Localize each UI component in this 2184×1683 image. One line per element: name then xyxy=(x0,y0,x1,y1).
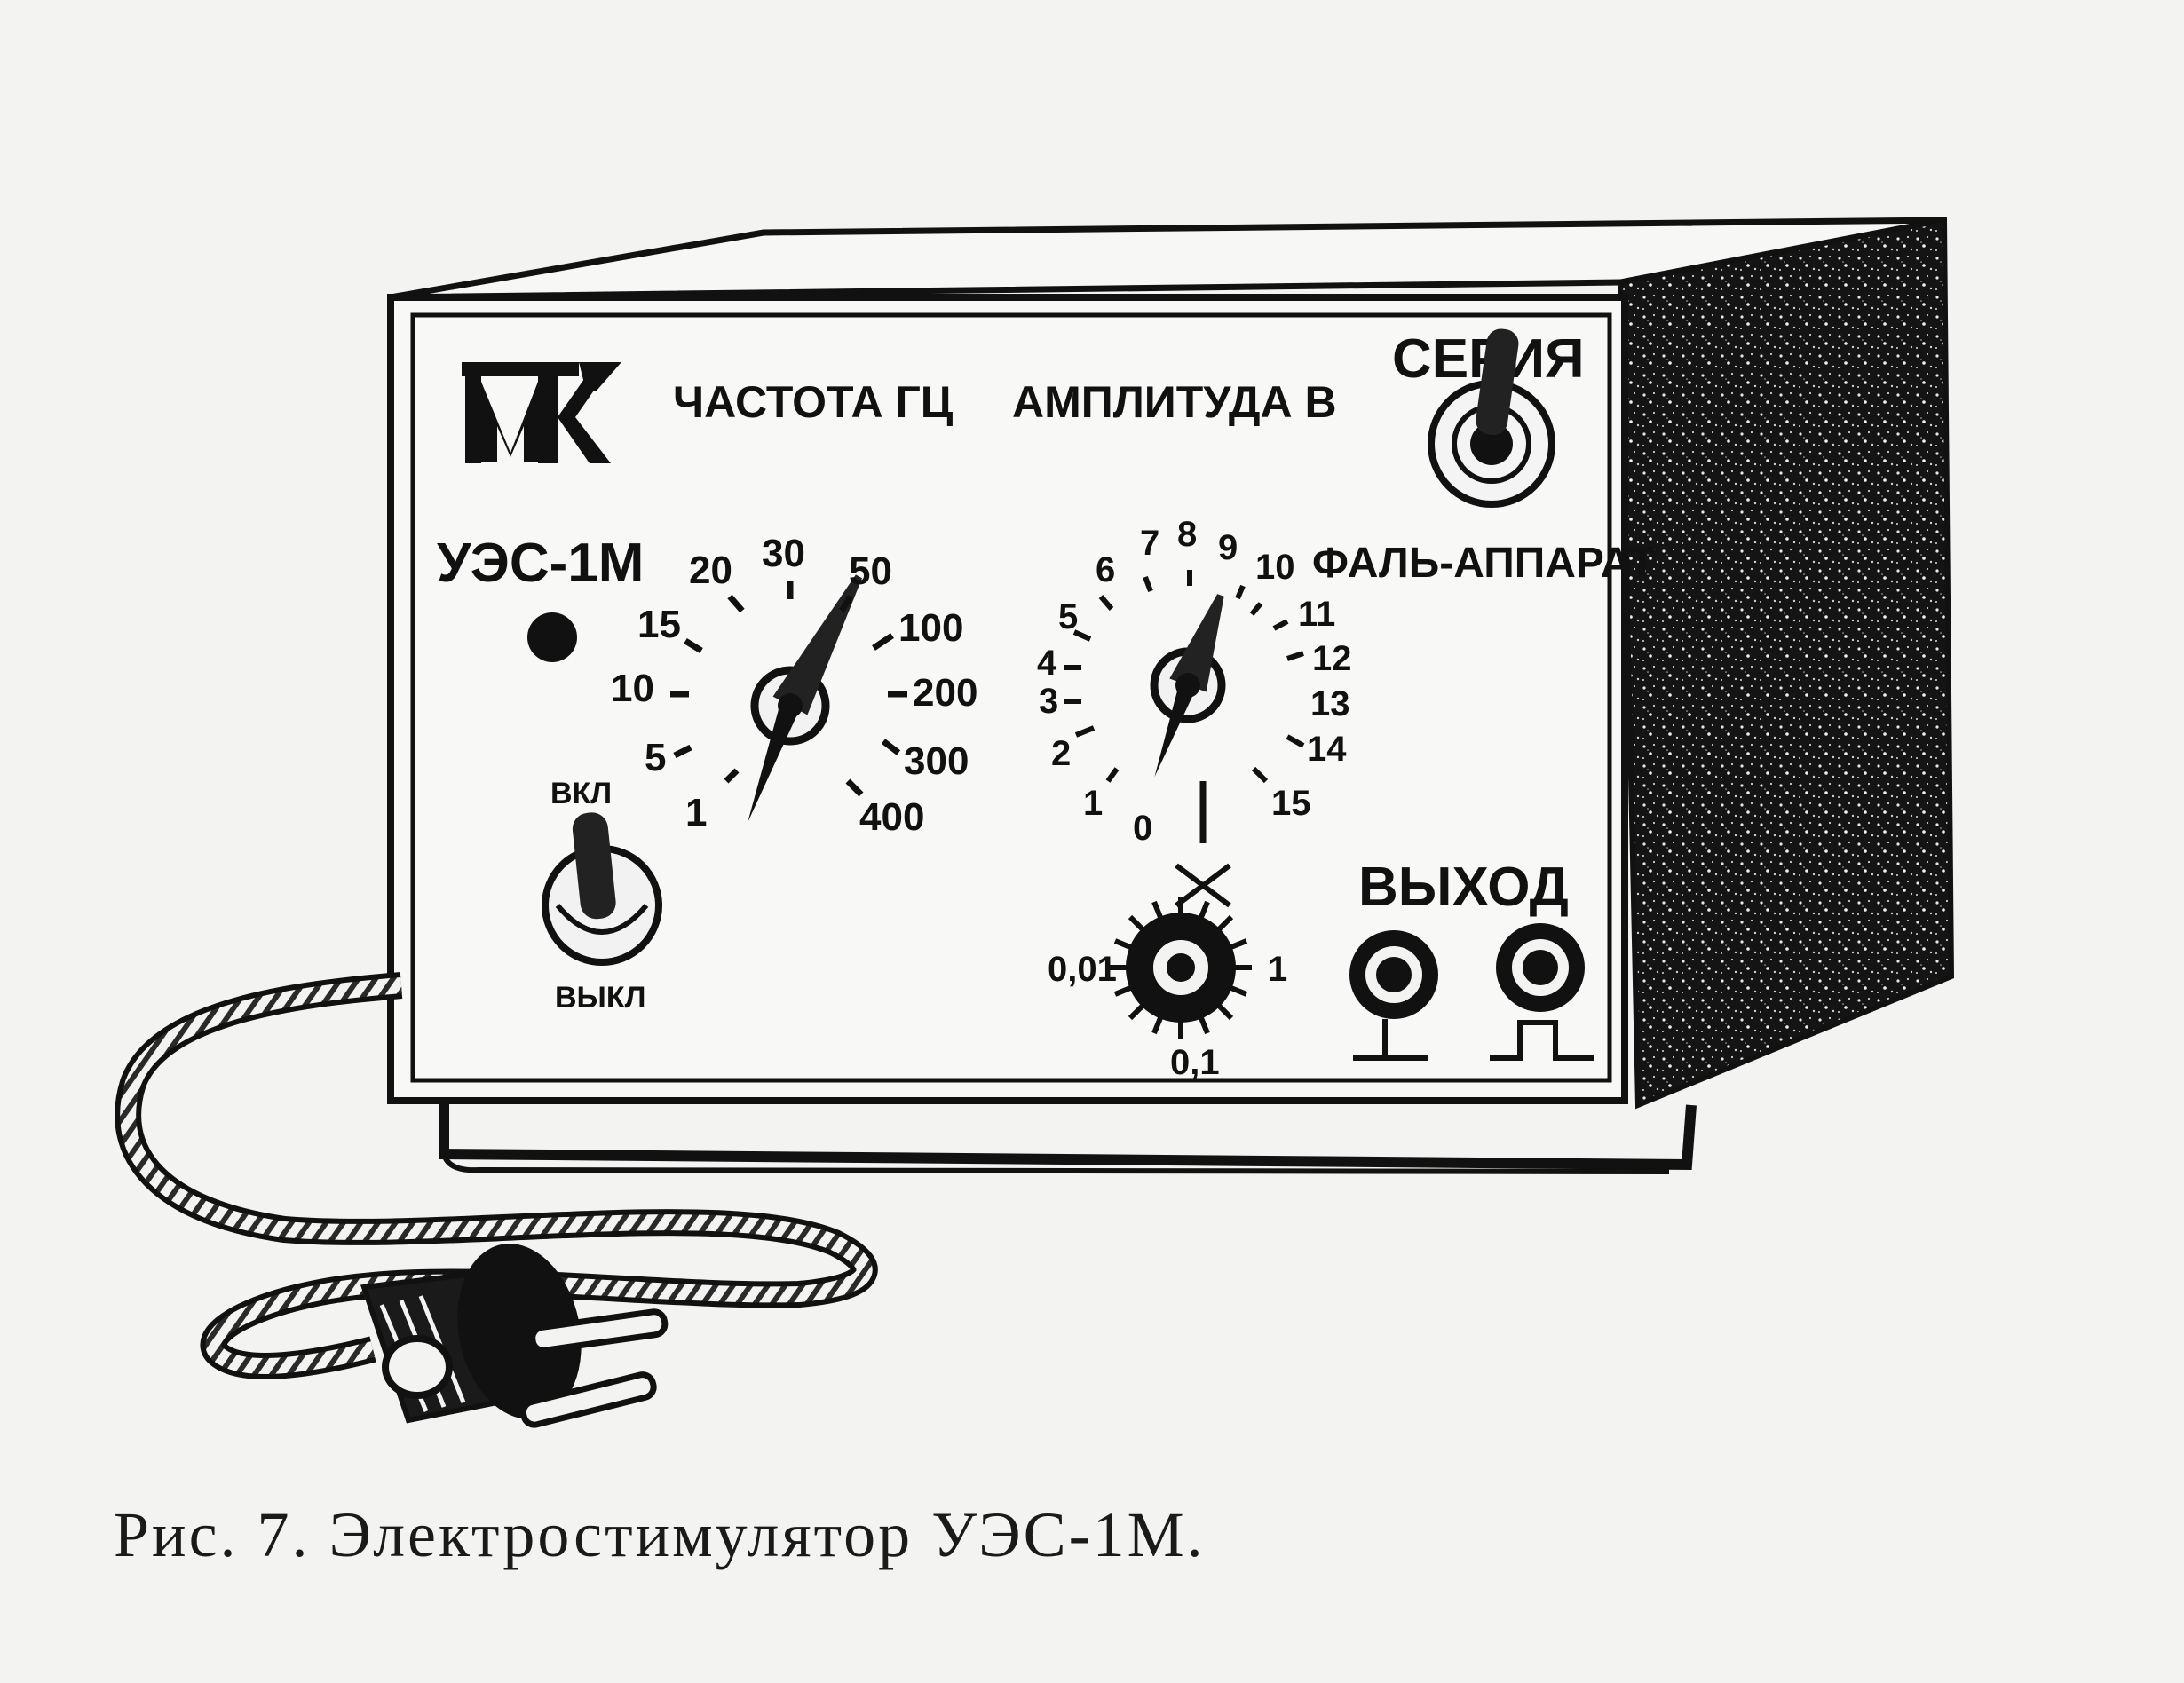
amplitude-label: АМПЛИТУДА В xyxy=(1012,377,1337,427)
amplitude-scale-label: 13 xyxy=(1310,684,1350,723)
amplitude-scale-label: 11 xyxy=(1298,595,1335,634)
amplitude-scale-label: 4 xyxy=(1037,644,1057,683)
amplitude-scale-label: 0 xyxy=(1133,809,1152,848)
cabinet-side xyxy=(1617,217,1955,1110)
multiplier-scale-labels: 0,01 0,1 1 xyxy=(1048,950,1287,1082)
amplitude-scale-label: 3 xyxy=(1039,682,1058,721)
amplitude-scale-label: 5 xyxy=(1058,597,1078,636)
frequency-scale-label: 20 xyxy=(689,549,732,592)
frequency-scale-label: 10 xyxy=(611,667,654,710)
amplitude-scale-label: 7 xyxy=(1140,524,1159,563)
multiplier-knob[interactable] xyxy=(1110,897,1252,1039)
frequency-label: ЧАСТОТА ГЦ xyxy=(673,377,954,427)
front-panel-inner-border xyxy=(410,312,1612,1083)
frequency-dial[interactable] xyxy=(738,567,876,826)
amplitude-scale-label: 2 xyxy=(1051,734,1071,773)
amplitude-scale-label: 15 xyxy=(1271,784,1311,823)
pulse-symbol-icon xyxy=(1490,1020,1594,1061)
amplitude-scale-label: 6 xyxy=(1096,550,1115,589)
figure-caption: Рис. 7. Электростимулятор УЭС-1М. xyxy=(114,1499,1206,1570)
output-label: ВЫХОД xyxy=(1358,857,1569,918)
amplitude-dial[interactable] xyxy=(1146,589,1239,780)
power-off-label: ВЫКЛ xyxy=(555,981,645,1015)
multiplier-scale-label: 1 xyxy=(1268,950,1287,989)
power-indicator-lamp xyxy=(527,612,577,662)
frequency-scale-label: 300 xyxy=(904,739,969,783)
frequency-scale-label: 5 xyxy=(645,736,666,779)
frequency-scale-label: 100 xyxy=(898,606,963,650)
power-toggle-switch[interactable]: ВКЛ ВЫКЛ xyxy=(542,777,662,1015)
ground-symbol-icon xyxy=(1353,1019,1428,1061)
frequency-scale-label: 30 xyxy=(762,532,805,575)
output-ground-jack[interactable] xyxy=(1349,930,1438,1019)
frequency-scale-label: 50 xyxy=(849,549,892,593)
amplitude-scale-label: 10 xyxy=(1255,548,1295,587)
multiplier-scale-label: 0,1 xyxy=(1170,1043,1220,1082)
amplitude-scale-label: 1 xyxy=(1083,784,1103,823)
frequency-scale-label: 400 xyxy=(859,795,924,839)
cabinet-base xyxy=(439,1101,1697,1171)
frequency-scale-label: 1 xyxy=(685,791,707,834)
maker-logo xyxy=(462,362,621,463)
frequency-ticks xyxy=(670,581,907,797)
power-on-label: ВКЛ xyxy=(550,777,612,810)
amplitude-scale-label: 12 xyxy=(1312,639,1352,678)
manufacturer-label: ФАЛЬ-АППАРАТ xyxy=(1312,540,1655,587)
multiplier-scale-label: 0,01 xyxy=(1048,950,1117,989)
amplitude-scale-label: 8 xyxy=(1177,515,1197,554)
amplitude-ticks xyxy=(1064,570,1305,784)
model-label: УЭС-1М xyxy=(437,533,644,594)
frequency-scale-label: 200 xyxy=(913,671,977,715)
frequency-scale-label: 15 xyxy=(637,603,681,646)
power-plug xyxy=(360,1244,669,1428)
amplitude-scale-labels: 0 1 2 3 4 5 6 7 8 9 10 11 12 13 14 15 xyxy=(1037,515,1352,848)
amplitude-scale-label: 14 xyxy=(1307,730,1347,769)
output-pulse-jack[interactable] xyxy=(1496,923,1585,1012)
series-toggle-switch[interactable] xyxy=(1428,327,1555,508)
frequency-scale-labels: 1 5 10 15 20 30 50 100 200 300 400 xyxy=(611,532,977,839)
amplitude-scale-label: 9 xyxy=(1218,528,1238,567)
